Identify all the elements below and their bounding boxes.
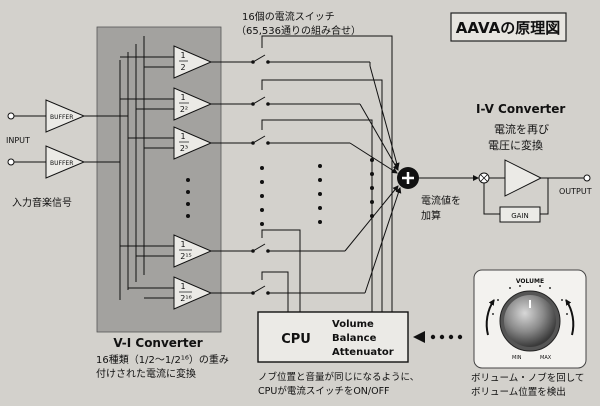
- knob-max-label: MAX: [540, 355, 552, 361]
- attenuator-line1: Volume: [332, 319, 374, 330]
- vi-amp-2: [173, 87, 213, 121]
- vi-caption-line2: 付けされた電流に変換: [96, 367, 196, 380]
- fraction-1-num: 1: [180, 51, 185, 60]
- vi-converter-label: V-I Converter: [113, 336, 202, 350]
- vi-ellipsis: [186, 178, 190, 218]
- volume-knob[interactable]: [504, 295, 556, 347]
- attenuator-line3: Attenuator: [332, 347, 394, 358]
- fraction-15-den: 2¹⁵: [180, 252, 192, 261]
- buffer-1: [45, 99, 86, 133]
- buffer-2: [45, 145, 86, 179]
- cpu-block: [257, 311, 409, 363]
- switch-caption-line2: （65,536通りの組み合せ）: [236, 24, 361, 37]
- vi-amp-3: [173, 126, 213, 160]
- gain-label: GAIN: [511, 212, 529, 220]
- switch-caption-line1: 16個の電流スイッチ: [242, 10, 335, 23]
- vi-amp-1: [173, 45, 213, 79]
- fraction-2-num: 1: [180, 93, 185, 102]
- knob-caption-line1: ボリューム・ノブを回して: [471, 372, 584, 384]
- vi-amp-16: [173, 276, 213, 310]
- fraction-16-den: 2¹⁶: [180, 294, 192, 303]
- buffer-2-label: BUFFER: [50, 160, 73, 167]
- attenuator-line2: Balance: [332, 333, 377, 344]
- sum-caption-line1: 電流値を: [421, 194, 461, 207]
- knob-min-label: MIN: [512, 355, 522, 361]
- vi-amp-15: [173, 234, 213, 268]
- input-terminal-2: [7, 158, 15, 166]
- fraction-3-num: 1: [180, 132, 185, 141]
- fraction-16-num: 1: [180, 282, 185, 291]
- sum-caption-line2: 加算: [421, 209, 441, 222]
- fraction-3-den: 2³: [180, 144, 188, 153]
- fraction-2-den: 2²: [180, 105, 188, 114]
- title-box: [450, 12, 567, 42]
- knob-caption-line2: ボリューム位置を検出: [471, 386, 566, 398]
- iv-caption-line2: 電圧に変換: [488, 138, 543, 152]
- input-terminal-1: [7, 112, 15, 120]
- buffer-1-label: BUFFER: [50, 114, 73, 121]
- switch-ellipsis: [260, 158, 374, 226]
- iv-caption-line1: 電流を再び: [494, 122, 549, 136]
- output-terminal: [583, 174, 591, 182]
- input-signal-label: 入力音楽信号: [12, 196, 72, 209]
- output-label: OUTPUT: [559, 187, 592, 196]
- iv-converter-label: I-V Converter: [476, 102, 565, 116]
- knob-scale-ticks: [492, 285, 568, 315]
- cpu-label: CPU: [281, 332, 311, 347]
- vi-converter-panel: [96, 26, 222, 333]
- diagram-title: AAVAの原理図: [456, 19, 560, 37]
- cpu-caption-line1: ノブ位置と音量が同じになるように、: [258, 371, 419, 383]
- vi-caption-line1: 16種類（1/2〜1/2¹⁶）の重み: [96, 353, 229, 366]
- cpu-caption-line2: CPUが電流スイッチをON/OFF: [258, 385, 390, 397]
- iv-amp: [504, 159, 543, 197]
- knob-to-cpu-arrow: [413, 331, 463, 343]
- volume-label: VOLUME: [516, 278, 544, 285]
- fraction-1-den: 2: [180, 63, 185, 72]
- input-label: INPUT: [6, 136, 30, 145]
- fraction-15-num: 1: [180, 240, 185, 249]
